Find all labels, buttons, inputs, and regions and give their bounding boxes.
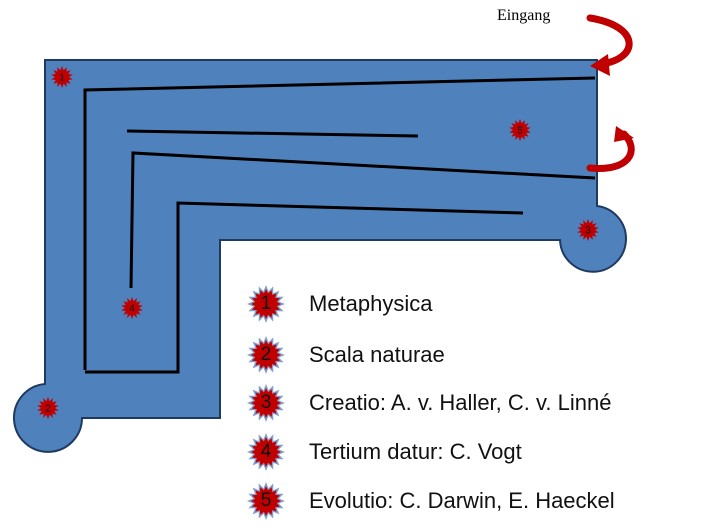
map-marker-4: 4 bbox=[121, 297, 143, 319]
map-marker-number: 2 bbox=[45, 404, 51, 415]
maze-wall-lower bbox=[85, 201, 524, 374]
entrance-arrow bbox=[586, 14, 633, 68]
map-marker-2: 2 bbox=[37, 397, 59, 419]
entrance-arrow-head bbox=[590, 54, 610, 76]
maze-wall-middle bbox=[129, 151, 596, 289]
exit-arrow-head bbox=[614, 126, 634, 142]
map-marker-number: 1 bbox=[59, 73, 65, 84]
maze-wall-inner-top bbox=[126, 129, 419, 138]
map-marker-number: 3 bbox=[585, 226, 591, 237]
map-marker-number: 5 bbox=[517, 126, 523, 137]
floor-plan bbox=[13, 59, 627, 453]
map-marker-5: 5 bbox=[509, 119, 531, 141]
maze-wall-outer bbox=[83, 76, 596, 370]
map-marker-1: 1 bbox=[51, 66, 73, 88]
map-marker-number: 4 bbox=[129, 304, 135, 315]
map-marker-3: 3 bbox=[577, 219, 599, 241]
entrance-label: Eingang bbox=[497, 7, 551, 24]
